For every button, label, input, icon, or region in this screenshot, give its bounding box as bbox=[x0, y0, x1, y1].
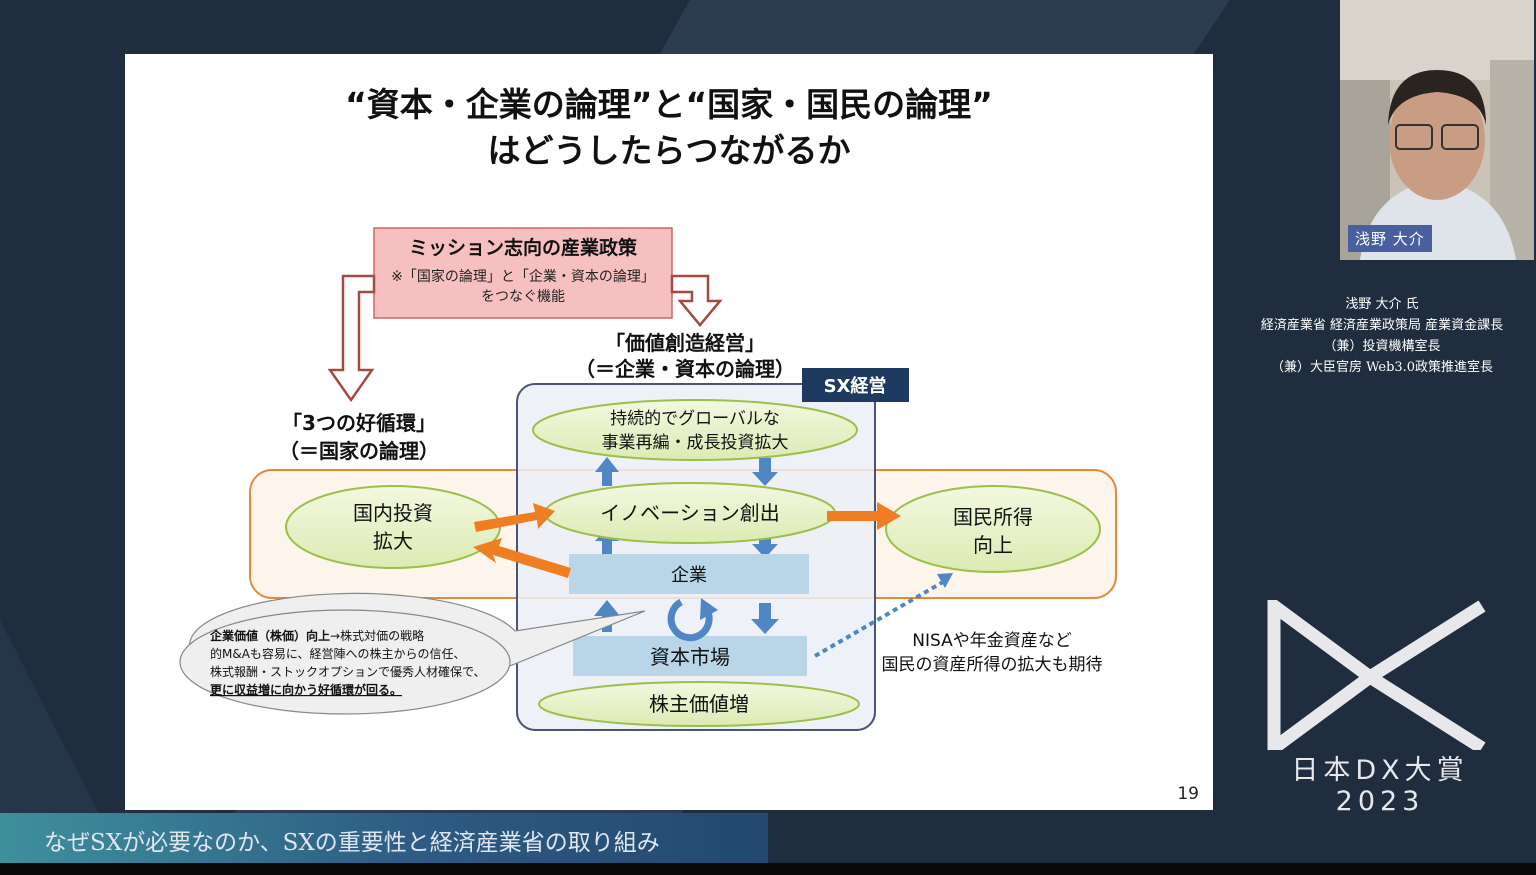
slide-title-line2: はどうしたらつながるか bbox=[488, 131, 851, 170]
dotted-arrow-head bbox=[937, 573, 953, 588]
speaker-name-tag: 浅野 大介 bbox=[1348, 225, 1432, 252]
sx-label-box bbox=[802, 368, 909, 402]
sx-label: SX経営 bbox=[824, 375, 887, 397]
speaker-info: 浅野 大介 氏 経済産業省 経済産業政策局 産業資金課長 （兼）投資機構室長 （… bbox=[1228, 294, 1536, 378]
orange-arrow-domestic-to-innovation bbox=[474, 503, 555, 532]
orange-arrow-company-to-domestic bbox=[473, 538, 571, 578]
domestic-investment-node bbox=[285, 485, 501, 569]
caption-text: なぜSXが必要なのか、SXの重要性と経済産業省の取り組み bbox=[44, 830, 660, 856]
slide-title-line1: “資本・企業の論理”と“国家・国民の論理” bbox=[345, 85, 993, 124]
mission-note-line2: をつなぐ機能 bbox=[481, 289, 565, 305]
income-line2: 向上 bbox=[973, 533, 1013, 557]
event-logo: 日本DX大賞 2023 bbox=[1260, 593, 1500, 830]
presentation-slide: “資本・企業の論理”と“国家・国民の論理” はどうしたらつながるか SX経営 ミ… bbox=[125, 54, 1213, 810]
dotted-arrow-market-to-income bbox=[813, 580, 945, 658]
income-line1: 国民所得 bbox=[953, 505, 1033, 529]
value-creation-line2: （＝企業・資本の論理） bbox=[575, 357, 795, 381]
caption-bar: なぜSXが必要なのか、SXの重要性と経済産業省の取り組み bbox=[0, 813, 768, 863]
global-investment-node bbox=[532, 399, 858, 461]
domestic-line2: 拡大 bbox=[373, 529, 413, 553]
mission-title: ミッション志向の産業政策 bbox=[409, 236, 638, 259]
speech-line2: 的M&Aも容易に、経営陣への株主からの信任、 bbox=[210, 646, 466, 661]
orange-arrow-innovation-to-income bbox=[827, 502, 901, 530]
company-bar bbox=[569, 554, 809, 594]
up-arrow-innovation-to-global bbox=[595, 457, 619, 486]
cycle-icon-head bbox=[700, 598, 718, 620]
down-arrow-company-to-market bbox=[751, 603, 779, 634]
slide-diagram: “資本・企業の論理”と“国家・国民の論理” はどうしたらつながるか SX経営 ミ… bbox=[179, 85, 1117, 731]
speaker-webcam: 浅野 大介 bbox=[1340, 0, 1534, 260]
capital-market-bar bbox=[573, 636, 807, 676]
nisa-line2: 国民の資産所得の拡大も期待 bbox=[882, 655, 1103, 675]
slide-page-number: 19 bbox=[1177, 784, 1199, 804]
up-arrow-market-to-company bbox=[594, 600, 620, 632]
capital-market-label: 資本市場 bbox=[650, 645, 730, 669]
speaker-video-frame bbox=[1340, 0, 1534, 260]
three-cycles-line1: 「3つの好循環」 bbox=[282, 411, 436, 435]
shareholder-label: 株主価値増 bbox=[649, 692, 749, 716]
domestic-line1: 国内投資 bbox=[353, 501, 433, 525]
nisa-line1: NISAや年金資産など bbox=[912, 631, 1071, 651]
down-arrow-global-to-innovation bbox=[752, 458, 778, 486]
speech-bubble-body bbox=[179, 609, 511, 715]
event-year: 2023 bbox=[1335, 786, 1425, 817]
cycle-icon bbox=[667, 598, 713, 642]
right-hollow-arrow bbox=[670, 274, 723, 327]
company-label: 企業 bbox=[671, 565, 707, 586]
innovation-label: イノベーション創出 bbox=[600, 501, 780, 525]
speaker-title-line3: （兼）大臣官房 Web3.0政策推進室長 bbox=[1270, 360, 1494, 375]
speech-line1: 企業価値（株価）向上→株式対価の戦略 bbox=[209, 628, 424, 643]
value-creation-line1: 「価値創造経営」 bbox=[605, 331, 765, 355]
speaker-name: 浅野 大介 氏 bbox=[1345, 297, 1419, 312]
three-cycles-line2: （＝国家の論理） bbox=[279, 439, 439, 463]
speech-line3: 株式報酬・ストックオプションで優秀人材確保で、 bbox=[210, 664, 486, 679]
global-line2: 事業再編・成長投資拡大 bbox=[602, 433, 789, 453]
bottom-band bbox=[0, 863, 1536, 875]
dx-logo-icon bbox=[1267, 593, 1486, 761]
down-arrow-innovation-to-company bbox=[752, 528, 778, 558]
shareholder-value-node bbox=[538, 681, 860, 727]
speech-line4: 更に収益増に向かう好循環が回る。 bbox=[210, 682, 402, 697]
event-name: 日本DX大賞 bbox=[1291, 755, 1469, 786]
left-hollow-arrow bbox=[327, 274, 376, 403]
national-income-node bbox=[885, 485, 1101, 573]
speaker-title-line2: （兼）投資機構室長 bbox=[1323, 339, 1441, 354]
mission-box bbox=[373, 227, 673, 319]
mission-note-line1: ※「国家の論理」と「企業・資本の論理」 bbox=[391, 268, 655, 285]
global-line1: 持続的でグローバルな bbox=[610, 409, 780, 429]
speaker-title-line1: 経済産業省 経済産業政策局 産業資金課長 bbox=[1260, 318, 1504, 333]
